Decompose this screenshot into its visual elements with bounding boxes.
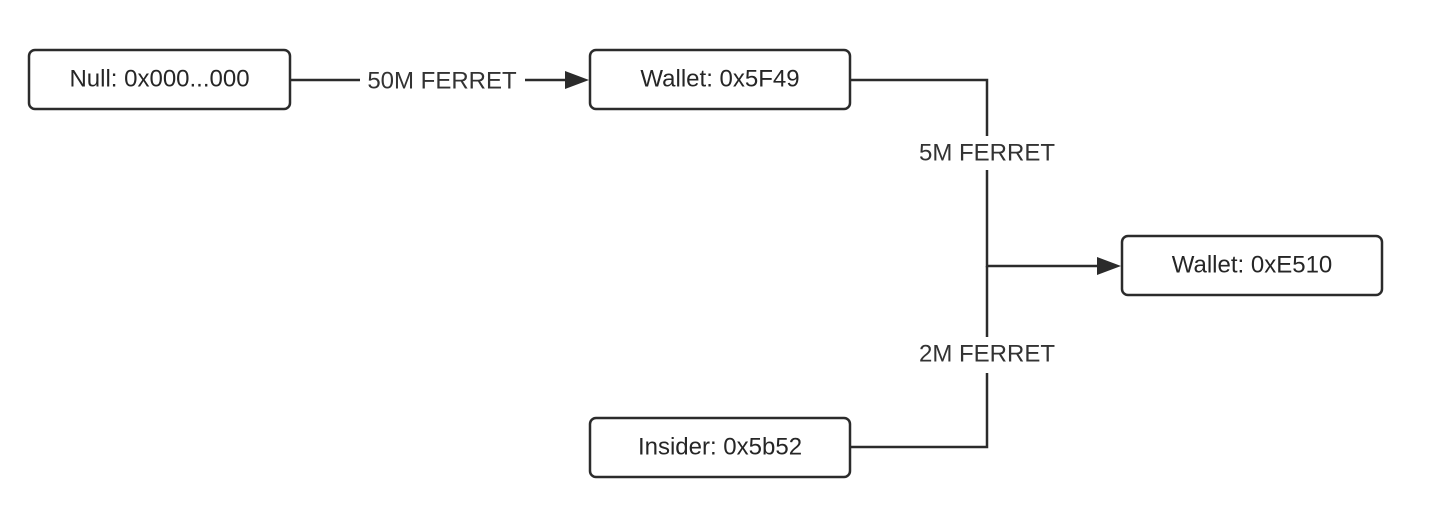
edge-insider-5b52-to-wallet-e510: 2M FERRET bbox=[850, 266, 1064, 449]
edge-null-to-wallet-5f49: 50M FERRET bbox=[290, 66, 589, 96]
node-null-wallet[interactable]: Null: 0x000...000 bbox=[27, 48, 292, 111]
edge-line bbox=[850, 78, 1098, 268]
arrowhead bbox=[565, 71, 589, 89]
node-label: Wallet: 0x5F49 bbox=[640, 65, 799, 92]
edge-label-background bbox=[910, 136, 1064, 170]
node-label: Null: 0x000...000 bbox=[69, 65, 249, 92]
arrowhead bbox=[1097, 257, 1121, 275]
node-box bbox=[27, 48, 292, 111]
node-insider-5b52[interactable]: Insider: 0x5b52 bbox=[588, 416, 852, 479]
node-box bbox=[588, 48, 852, 111]
edge-wallet-5f49-to-wallet-e510: 5M FERRET bbox=[850, 78, 1121, 275]
edge-line bbox=[850, 266, 989, 449]
edge-label-background bbox=[360, 66, 525, 96]
node-box bbox=[1120, 234, 1384, 297]
node-label: Wallet: 0xE510 bbox=[1172, 251, 1333, 278]
node-box bbox=[588, 416, 852, 479]
node-label: Insider: 0x5b52 bbox=[638, 433, 802, 460]
node-wallet-5f49[interactable]: Wallet: 0x5F49 bbox=[588, 48, 852, 111]
edge-label-background bbox=[910, 337, 1064, 373]
edge-label-50m-ferret: 50M FERRET bbox=[367, 67, 517, 94]
node-wallet-e510[interactable]: Wallet: 0xE510 bbox=[1120, 234, 1384, 297]
edge-label-2m-ferret: 2M FERRET bbox=[919, 340, 1055, 367]
edge-label-5m-ferret: 5M FERRET bbox=[919, 139, 1055, 166]
